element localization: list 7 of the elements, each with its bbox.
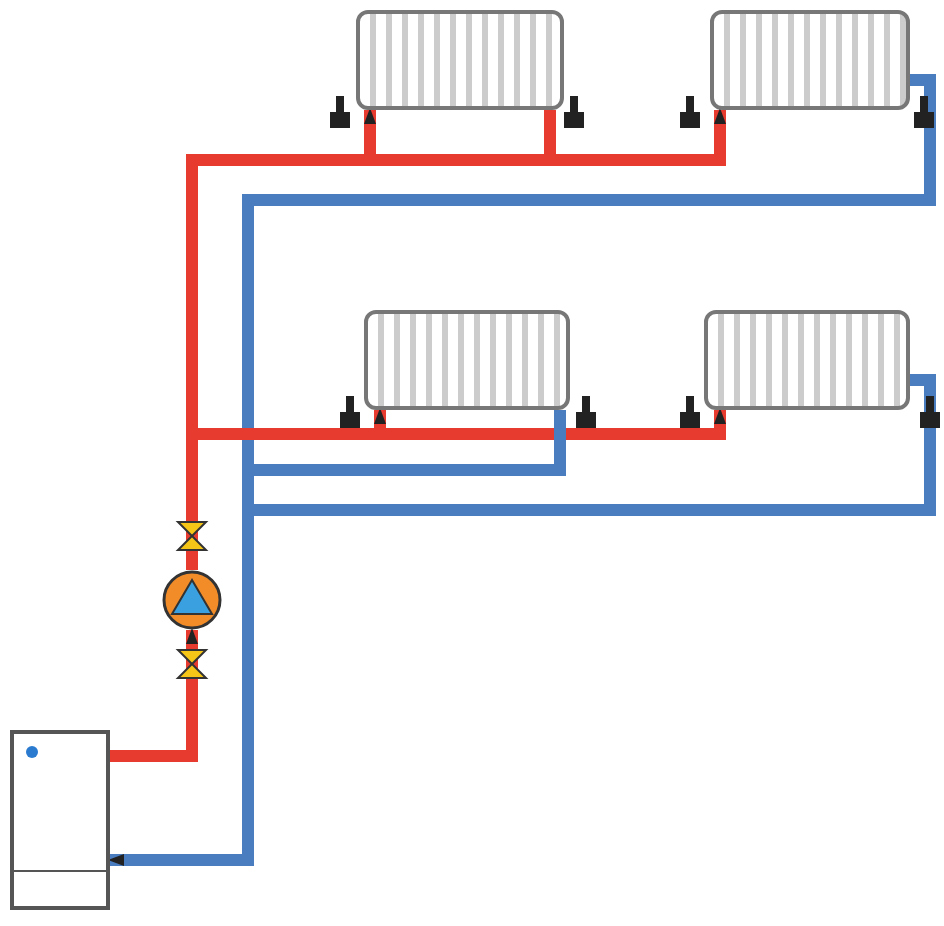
radiator (356, 10, 564, 110)
pipe-arrow (110, 628, 198, 762)
boiler (10, 730, 110, 910)
radiator (364, 310, 570, 410)
radiator (710, 10, 910, 110)
radiator (704, 310, 910, 410)
pump-symbol (162, 570, 222, 630)
